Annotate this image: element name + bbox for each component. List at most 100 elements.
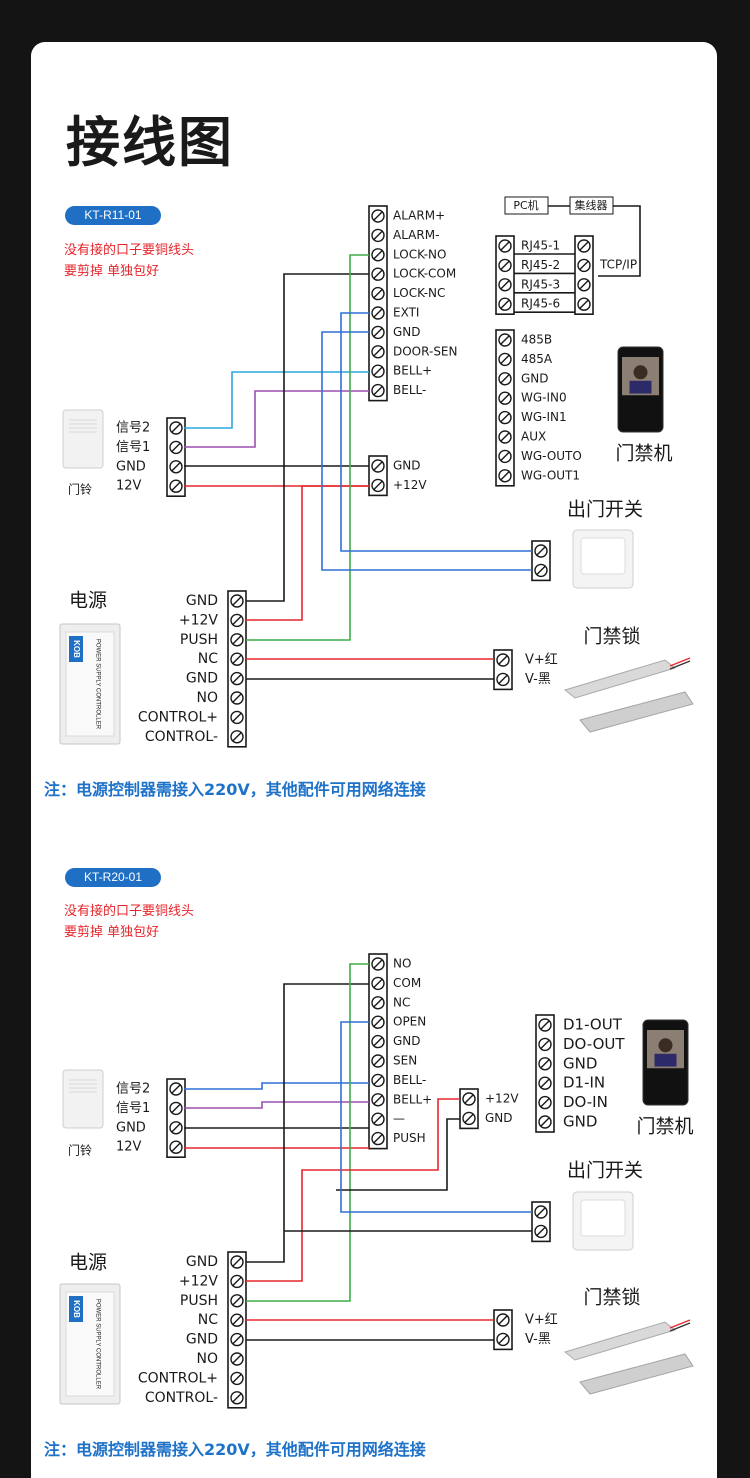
access-terminal-label-1-5: AUX	[521, 430, 546, 444]
screw-slot	[540, 1059, 550, 1069]
exit-label-2: 出门开关	[567, 1160, 643, 1182]
screw-slot	[373, 269, 383, 279]
access-terminal-strip-1-body	[495, 329, 515, 487]
exit-terminal-strip-1	[531, 540, 551, 582]
hub-label: 集线器	[575, 198, 608, 212]
screw-slot	[373, 480, 383, 490]
magnetic-lock-image	[563, 1319, 694, 1395]
exit-switch-button	[580, 1199, 626, 1237]
rj45-right-strip	[574, 235, 594, 315]
screw-slot	[232, 1335, 242, 1345]
hub-tcp-link	[598, 205, 641, 277]
screw-slot	[579, 241, 589, 251]
screw-slot	[373, 959, 383, 969]
power-terminal-label-1-5: NO	[197, 690, 219, 706]
screw-slot	[373, 1114, 383, 1124]
wire-no-push-2	[246, 963, 369, 1302]
controller-power-strip-1	[368, 455, 388, 497]
screw-slot	[171, 1084, 181, 1094]
wire-signal2-bell-plus-1	[184, 371, 369, 429]
power-terminal-strip-1	[227, 590, 247, 748]
screw-slot	[500, 280, 510, 290]
screw-slot	[579, 260, 589, 270]
controller-terminal-label-1-4: LOCK-NC	[393, 286, 445, 300]
face-shoulder	[654, 1053, 677, 1067]
lock-terminal-label-2-1: V-黑	[525, 1332, 551, 1347]
access-terminal-label-1-6: WG-OUTO	[521, 449, 582, 463]
screw-slot	[500, 241, 510, 251]
access-terminal-label-2-2: GND	[563, 1054, 597, 1072]
screw-slot	[373, 347, 383, 357]
wire-lock-no-push-1	[246, 254, 369, 641]
wire-12v-power-2	[246, 1098, 460, 1282]
bell-terminal-strip-2	[166, 1078, 186, 1158]
power-supply-image	[59, 623, 121, 745]
power-logo-text: KOB	[72, 640, 81, 658]
face-shoulder	[629, 380, 652, 394]
rj45-label-0: RJ45-1	[521, 239, 560, 253]
screw-slot	[373, 366, 383, 376]
power-terminal-label-1-2: PUSH	[180, 632, 218, 648]
controller-terminal-label-1-2: LOCK-NO	[393, 247, 446, 261]
lock-bar-bottom	[579, 1353, 694, 1395]
power-terminal-label-1-3: NC	[198, 651, 218, 667]
pc-label: PC机	[513, 198, 538, 212]
bell-label-1: 门铃	[68, 482, 92, 497]
power-terminal-label-2-2: PUSH	[180, 1293, 218, 1309]
screw-slot	[536, 565, 546, 575]
screw-slot	[498, 1334, 508, 1344]
bell-terminal-strip-2-body	[166, 1078, 186, 1158]
access-terminal-image	[642, 1019, 689, 1106]
power-supply-image	[59, 1283, 121, 1405]
screw-slot	[373, 1037, 383, 1047]
wire-com-gnd-2	[246, 983, 369, 1263]
screw-slot	[464, 1094, 474, 1104]
doorbell-body	[62, 409, 104, 469]
lock-wire-red	[669, 657, 691, 667]
lock-wire-red	[669, 1319, 691, 1329]
doorbell-image	[62, 1069, 104, 1129]
controller-terminal-label-2-7: BELL+	[393, 1092, 432, 1106]
controller-terminal-label-2-5: SEN	[393, 1054, 417, 1068]
note-line-1b: 要剪掉 单独包好	[64, 264, 160, 279]
screw-slot	[232, 1296, 242, 1306]
exit-switch-button	[580, 537, 626, 575]
screw-slot	[498, 1315, 508, 1325]
wire-gnd-aux-2	[336, 1118, 460, 1191]
screw-slot	[373, 1075, 383, 1085]
model-badge-2: KT-R20-01	[65, 868, 161, 887]
power-terminal-label-2-7: CONTROL-	[145, 1390, 218, 1406]
screw-slot	[232, 732, 242, 742]
screw-slot	[500, 393, 510, 403]
access-label-1: 门禁机	[615, 443, 672, 465]
power-terminal-strip-2-body	[227, 1251, 247, 1409]
power-terminal-strip-1-body	[227, 590, 247, 748]
screw-slot	[232, 1276, 242, 1286]
doorbell-body	[62, 1069, 104, 1129]
rj45-right-strip-body	[574, 235, 594, 315]
access-terminal-label-2-1: DO-OUT	[563, 1035, 625, 1053]
screw-slot	[232, 712, 242, 722]
controller-terminal-label-1-1: ALARM-	[393, 228, 439, 242]
access-terminal-label-1-7: WG-OUT1	[521, 468, 580, 482]
controller-terminal-label-1-0: ALARM+	[393, 209, 445, 223]
screw-slot	[498, 674, 508, 684]
footnote-2: 注：电源控制器需接入220V，其他配件可用网络连接	[44, 1440, 426, 1459]
screw-slot	[373, 308, 383, 318]
screw-slot	[373, 461, 383, 471]
lock-wire-black	[669, 660, 691, 670]
access-terminal-label-2-4: DO-IN	[563, 1093, 608, 1111]
magnetic-lock-image	[563, 657, 694, 733]
bell-terminal-label-2-1: 信号1	[116, 1101, 150, 1116]
screw-slot	[500, 299, 510, 309]
screw-slot	[373, 998, 383, 1008]
screw-slot	[232, 654, 242, 664]
access-terminal-strip-1	[495, 329, 515, 487]
access-terminal-label-2-0: D1-OUT	[563, 1016, 623, 1034]
exit-switch-image	[572, 1191, 634, 1251]
controller-terminal-label-1-7: DOOR-SEN	[393, 344, 458, 358]
power-terminal-label-2-6: CONTROL+	[138, 1370, 218, 1386]
screw-slot	[232, 674, 242, 684]
screw-slot	[171, 1142, 181, 1152]
bell-terminal-strip-1	[166, 417, 186, 497]
